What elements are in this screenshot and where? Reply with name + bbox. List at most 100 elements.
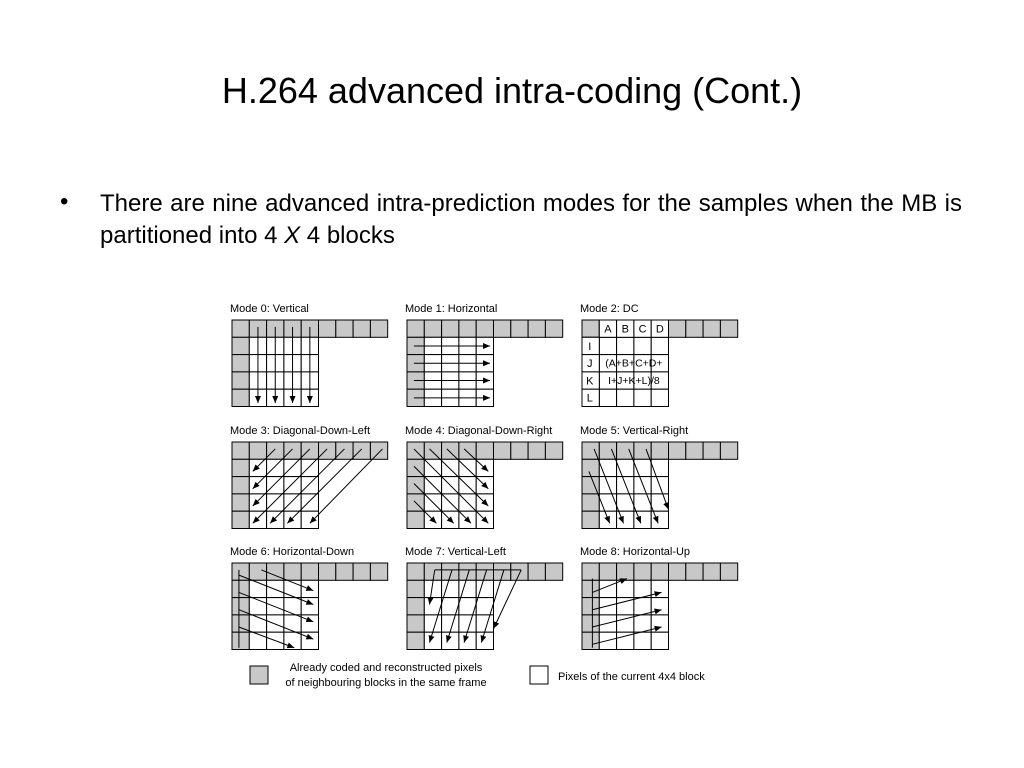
legend-coded-swatch: [249, 665, 269, 685]
current-pixel: [441, 631, 460, 651]
mode-panel: Mode 0: Vertical: [230, 303, 389, 408]
coded-pixel: [544, 319, 564, 338]
current-pixel: [650, 336, 670, 356]
prediction-arrow: [413, 483, 455, 524]
coded-pixel: [231, 388, 250, 408]
reference-pixel-label: C: [639, 323, 647, 335]
prediction-arrow: [413, 448, 489, 524]
mode-label: Mode 4: Diagonal-Down-Right: [405, 425, 552, 437]
coded-pixel: [650, 441, 670, 460]
coded-pixel: [406, 631, 425, 651]
current-pixel: [283, 458, 302, 478]
coded-pixel: [369, 562, 389, 581]
coded-pixel: [231, 319, 250, 338]
current-pixel: [300, 631, 320, 651]
coded-pixel: [527, 562, 546, 581]
coded-pixel: [544, 562, 564, 581]
reference-pixel: [581, 388, 600, 408]
mode-panel: Mode 1: Horizontal: [405, 303, 564, 408]
current-pixel: [283, 510, 302, 530]
coded-pixel: [527, 441, 546, 460]
mode-panel: Mode 4: Diagonal-Down-Right: [405, 425, 564, 530]
prediction-arrow: [628, 448, 659, 524]
coded-pixel: [231, 354, 250, 373]
prediction-arrow: [252, 448, 293, 490]
current-pixel: [423, 614, 443, 633]
current-pixel: [650, 614, 670, 633]
coded-pixel: [318, 562, 337, 581]
current-pixel: [300, 458, 320, 478]
current-pixel: [616, 510, 635, 530]
reference-pixel-label: D: [656, 323, 664, 335]
current-pixel: [423, 631, 443, 651]
current-pixel: [650, 631, 670, 651]
current-pixel: [633, 493, 652, 512]
prediction-arrow: [588, 471, 611, 524]
prediction-arrow: [429, 448, 489, 507]
prediction-arrow: [238, 626, 295, 649]
coded-pixel: [510, 441, 529, 460]
current-pixel: [616, 336, 635, 356]
coded-pixel: [458, 441, 477, 460]
coded-pixel: [685, 562, 704, 581]
prediction-arrow: [287, 448, 363, 524]
mode-label: Mode 7: Vertical-Left: [405, 546, 506, 558]
current-pixel: [475, 614, 495, 633]
coded-pixel: [668, 562, 687, 581]
mode-label: Mode 1: Horizontal: [405, 303, 497, 315]
mode-label: Mode 6: Horizontal-Down: [230, 546, 354, 558]
slide-title: H.264 advanced intra-coding (Cont.): [221, 70, 803, 111]
prediction-arrow: [645, 448, 669, 510]
mode-label: Mode 3: Diagonal-Down-Left: [230, 425, 370, 437]
coded-pixel: [352, 319, 371, 338]
current-pixel: [266, 510, 285, 530]
reference-pixel: [650, 319, 670, 338]
legend-coded-label: Already coded and reconstructed pixels: [290, 662, 483, 674]
coded-pixel: [335, 441, 354, 460]
bullet-symbol: •: [60, 188, 69, 215]
reference-pixel-label: K: [586, 375, 594, 387]
prediction-arrow: [610, 448, 642, 524]
current-pixel: [248, 493, 268, 512]
coded-pixel: [581, 614, 600, 633]
coded-pixel: [719, 441, 739, 460]
prediction-arrow: [592, 591, 662, 611]
mode-label: Mode 0: Vertical: [230, 303, 309, 315]
coded-pixel: [581, 579, 600, 599]
prediction-arrow: [592, 625, 662, 645]
coded-pixel: [633, 562, 652, 581]
coded-pixel: [493, 441, 512, 460]
coded-pixel: [650, 562, 670, 581]
coded-pixel: [510, 319, 529, 338]
coded-pixel: [248, 562, 268, 581]
legend: Already coded and reconstructed pixelsof…: [249, 662, 705, 689]
prediction-arrow: [252, 448, 311, 507]
dc-formula: (A+B+C+D+: [605, 358, 662, 370]
coded-pixel: [406, 597, 425, 616]
bullet-text: There are nine advanced intra-prediction…: [100, 188, 962, 252]
coded-pixel: [423, 441, 443, 460]
coded-pixel: [231, 510, 250, 530]
prediction-arrow: [480, 569, 505, 643]
current-pixel: [266, 458, 285, 478]
coded-pixel: [231, 336, 250, 356]
coded-pixel: [231, 631, 250, 651]
coded-pixel: [300, 562, 320, 581]
mode-panel: Mode 5: Vertical-Right: [580, 425, 739, 530]
coded-pixel: [335, 562, 354, 581]
coded-pixel: [719, 562, 739, 581]
coded-pixel: [369, 441, 389, 460]
coded-pixel: [685, 319, 704, 338]
prediction-arrow: [413, 465, 472, 524]
coded-pixel: [581, 319, 600, 338]
coded-pixel: [458, 562, 477, 581]
prediction-arrow: [593, 448, 624, 524]
prediction-arrow: [238, 609, 314, 640]
legend-current-label: Pixels of the current 4x4 block: [558, 671, 705, 683]
mode-label: Mode 2: DC: [580, 303, 639, 315]
coded-pixel: [702, 319, 721, 338]
coded-pixel: [406, 614, 425, 633]
current-pixel: [458, 631, 477, 651]
coded-pixel: [335, 319, 354, 338]
coded-pixel: [581, 510, 600, 530]
